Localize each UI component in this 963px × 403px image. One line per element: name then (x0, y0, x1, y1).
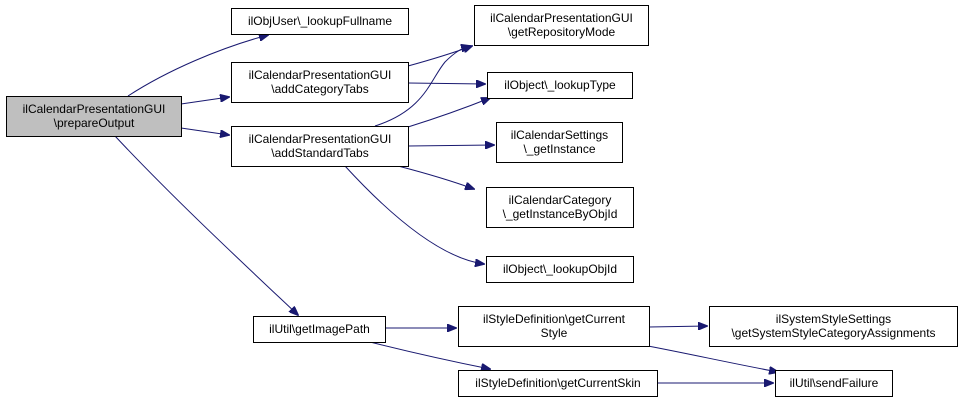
node-label: ilStyleDefinition\getCurrent (483, 312, 626, 326)
node-label: ilObject\_lookupObjId (503, 262, 617, 276)
node-getCurrentSkin[interactable]: ilStyleDefinition\getCurrentSkin (458, 370, 658, 397)
node-box (487, 72, 633, 99)
node-label: ilStyleDefinition\getCurrentSkin (475, 376, 640, 390)
edge-addStandardTabs-to-lookupType (407, 98, 490, 128)
node-box (486, 256, 634, 283)
node-label: \addCategoryTabs (271, 82, 368, 96)
node-lookupObjId[interactable]: ilObject\_lookupObjId (486, 256, 634, 283)
node-label: ilCalendarSettings (511, 128, 608, 142)
node-getSystemStyleCategoryAssignments[interactable]: ilSystemStyleSettings\getSystemStyleCate… (709, 306, 958, 347)
edge-addStandardTabs-to-getRepositoryMode (374, 46, 470, 127)
edge-addCategoryTabs-to-lookupType (407, 83, 485, 84)
node-lookupType[interactable]: ilObject\_lookupType (487, 72, 633, 99)
node-box (486, 187, 634, 228)
node-label: ilUtil\sendFailure (790, 376, 879, 390)
node-label: \getRepositoryMode (508, 25, 616, 39)
node-box (253, 316, 386, 343)
edge-prepareOutput-to-addCategoryTabs (180, 97, 229, 105)
node-box (709, 306, 958, 347)
node-label: \prepareOutput (54, 116, 135, 130)
node-box (231, 126, 409, 167)
node-box (458, 306, 650, 347)
edge-prepareOutput-to-lookupFullname (127, 35, 268, 97)
node-addStandardTabs[interactable]: ilCalendarPresentationGUI\addStandardTab… (231, 126, 409, 167)
edge-addStandardTabs-to-getInstanceByObjId (397, 165, 474, 189)
edge-getCurrentStyle-to-getSystemStyleCategoryAssignments (648, 326, 707, 327)
edge-addStandardTabs-to-lookupObjId (344, 165, 484, 264)
node-box (474, 5, 649, 46)
node-lookupFullname[interactable]: ilObjUser\_lookupFullname (231, 8, 409, 35)
node-label: ilObject\_lookupType (504, 78, 616, 92)
node-addCategoryTabs[interactable]: ilCalendarPresentationGUI\addCategoryTab… (231, 62, 409, 103)
node-label: \_getInstance (523, 142, 595, 156)
node-label: ilCalendarPresentationGUI (249, 132, 392, 146)
edge-prepareOutput-to-addStandardTabs (180, 127, 229, 135)
node-label: \_getInstanceByObjId (503, 207, 618, 221)
node-box (6, 96, 182, 137)
edge-getCurrentStyle-to-sendFailure (647, 345, 778, 372)
node-label: ilObjUser\_lookupFullname (248, 14, 392, 28)
node-box (458, 370, 658, 397)
node-calSettingsGetInstance[interactable]: ilCalendarSettings\_getInstance (496, 122, 623, 163)
node-prepareOutput[interactable]: ilCalendarPresentationGUI\prepareOutput (6, 96, 182, 137)
node-sendFailure[interactable]: ilUtil\sendFailure (775, 370, 893, 397)
node-box (231, 62, 409, 103)
node-box (231, 8, 409, 35)
edge-prepareOutput-to-getImagePath (114, 135, 298, 315)
edge-getImagePath-to-getCurrentSkin (369, 341, 490, 369)
node-getImagePath[interactable]: ilUtil\getImagePath (253, 316, 386, 343)
node-getInstanceByObjId[interactable]: ilCalendarCategory\_getInstanceByObjId (486, 187, 634, 228)
node-label: \getSystemStyleCategoryAssignments (731, 326, 935, 340)
node-label: ilCalendarPresentationGUI (23, 102, 166, 116)
node-label: \addStandardTabs (271, 146, 368, 160)
node-label: ilUtil\getImagePath (269, 322, 370, 336)
node-box (775, 370, 893, 397)
edge-addStandardTabs-to-calSettingsGetInstance (407, 145, 494, 146)
node-getRepositoryMode[interactable]: ilCalendarPresentationGUI\getRepositoryM… (474, 5, 649, 46)
node-label: Style (541, 326, 568, 340)
node-box (496, 122, 623, 163)
node-label: ilCalendarCategory (509, 193, 612, 207)
node-label: ilCalendarPresentationGUI (249, 68, 392, 82)
node-label: ilSystemStyleSettings (776, 312, 891, 326)
node-label: ilCalendarPresentationGUI (490, 11, 633, 25)
